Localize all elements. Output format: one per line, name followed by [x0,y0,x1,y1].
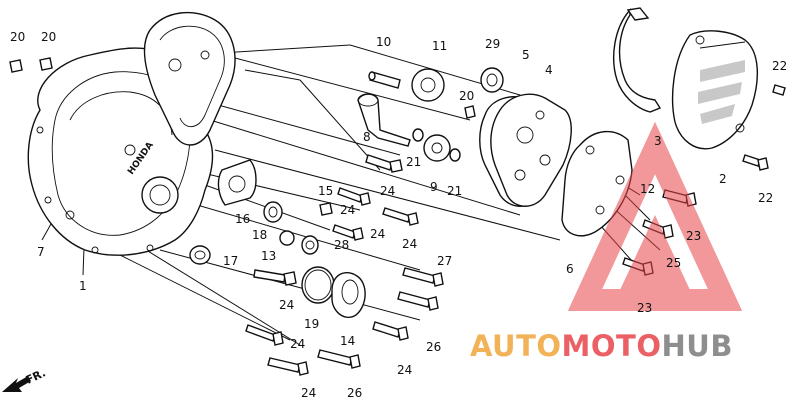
label-p23b: 23 [637,301,652,315]
label-p24d: 24 [370,227,385,241]
label-p16: 16 [235,212,250,226]
direction-label: FR. [24,366,48,386]
wire-clamp [613,7,662,113]
label-p24c: 24 [402,237,417,251]
shafts [357,71,411,147]
label-p19: 19 [304,317,319,331]
watermark-auto: AUTO [470,329,562,363]
sprocket-cover [671,30,759,150]
label-p13: 13 [261,249,276,263]
svg-text:AUTOMOTOHUB: AUTOMOTOHUB [470,329,733,363]
label-p24h: 24 [301,386,316,400]
label-p28: 28 [334,238,349,252]
label-p20c: 20 [459,89,474,103]
label-p17: 17 [223,254,238,268]
label-p3: 3 [654,134,662,148]
label-p22a: 22 [772,59,787,73]
part-labels: 20 20 10 11 29 5 4 22 20 8 3 21 21 9 2 2… [10,30,787,400]
cover-gasket [143,11,236,146]
label-p20b: 20 [41,30,56,44]
label-p4: 4 [545,63,553,77]
label-p1: 1 [79,279,87,293]
label-p26b: 26 [347,386,362,400]
dowel-pins [9,57,476,119]
label-p11: 11 [432,39,447,53]
bolts [245,84,786,376]
label-p21b: 21 [447,184,462,198]
label-p24a: 24 [380,184,395,198]
label-p24e: 24 [279,298,294,312]
label-p6: 6 [566,262,574,276]
label-p2: 2 [719,172,727,186]
label-p18: 18 [252,228,267,242]
label-p24b: 24 [340,203,355,217]
label-p23a: 23 [686,229,701,243]
oil-seals [189,201,319,265]
label-p8: 8 [363,130,371,144]
label-p12: 12 [640,182,655,196]
label-p24f: 24 [290,337,305,351]
label-p25: 25 [666,256,681,270]
water-pump-housing [217,159,257,206]
label-p7: 7 [37,245,45,259]
label-p10: 10 [376,35,391,49]
watermark-moto: MOTO [562,329,662,363]
bearing [480,67,504,93]
direction-indicator: FR. [2,366,48,392]
watermark-logo-text: AUTOMOTOHUB [470,329,733,363]
o-ring-and-cap [301,266,366,318]
watermark-triangle-inner [620,215,690,290]
label-p15: 15 [318,184,333,198]
label-p14: 14 [340,334,355,348]
label-p20a: 20 [10,30,25,44]
direction-arrow-icon [2,376,31,392]
label-p27: 27 [437,254,452,268]
watermark-hub: HUB [662,329,733,363]
oil-pump-cover [490,93,572,207]
gears [411,68,461,162]
label-p29: 29 [485,37,500,51]
gear-11 [411,68,445,102]
watermark-triangle-outer [567,121,743,311]
label-p5: 5 [522,48,530,62]
label-p21a: 21 [406,155,421,169]
label-p24g: 24 [397,363,412,377]
label-p26a: 26 [426,340,441,354]
gear-9 [423,134,451,162]
label-p22b: 22 [758,191,773,205]
label-p9: 9 [430,180,438,194]
watermark [567,121,743,311]
